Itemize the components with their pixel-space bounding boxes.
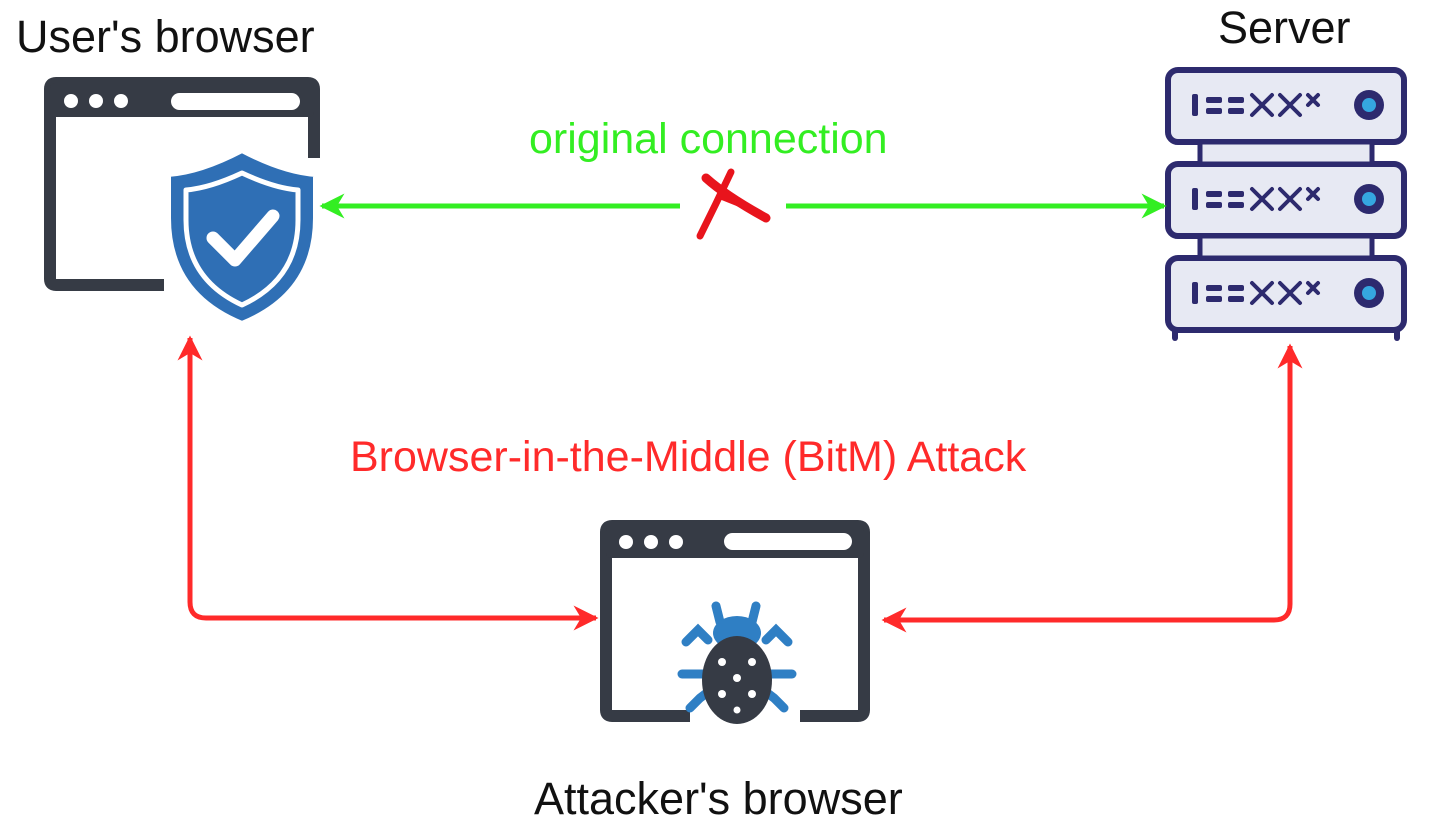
attack-edge-attacker-to-server (881, 343, 1303, 633)
red-x-icon (696, 168, 771, 240)
shield-check-icon (165, 147, 319, 327)
attacker-browser-label: Attacker's browser (534, 773, 903, 824)
server-label: Server (1218, 2, 1351, 53)
bitm-attack-label: Browser-in-the-Middle (BitM) Attack (350, 433, 1027, 481)
bitm-attack-edges (177, 335, 1303, 633)
bug-icon (677, 601, 797, 724)
original-connection-label: original connection (529, 115, 888, 163)
attacker-browser-icon (600, 520, 870, 724)
original-connection-edge (319, 168, 1167, 240)
user-browser-icon (44, 77, 320, 327)
server-icon (1165, 67, 1407, 341)
user-browser-label: User's browser (16, 11, 315, 62)
attack-edge-user-to-attacker (177, 335, 599, 631)
